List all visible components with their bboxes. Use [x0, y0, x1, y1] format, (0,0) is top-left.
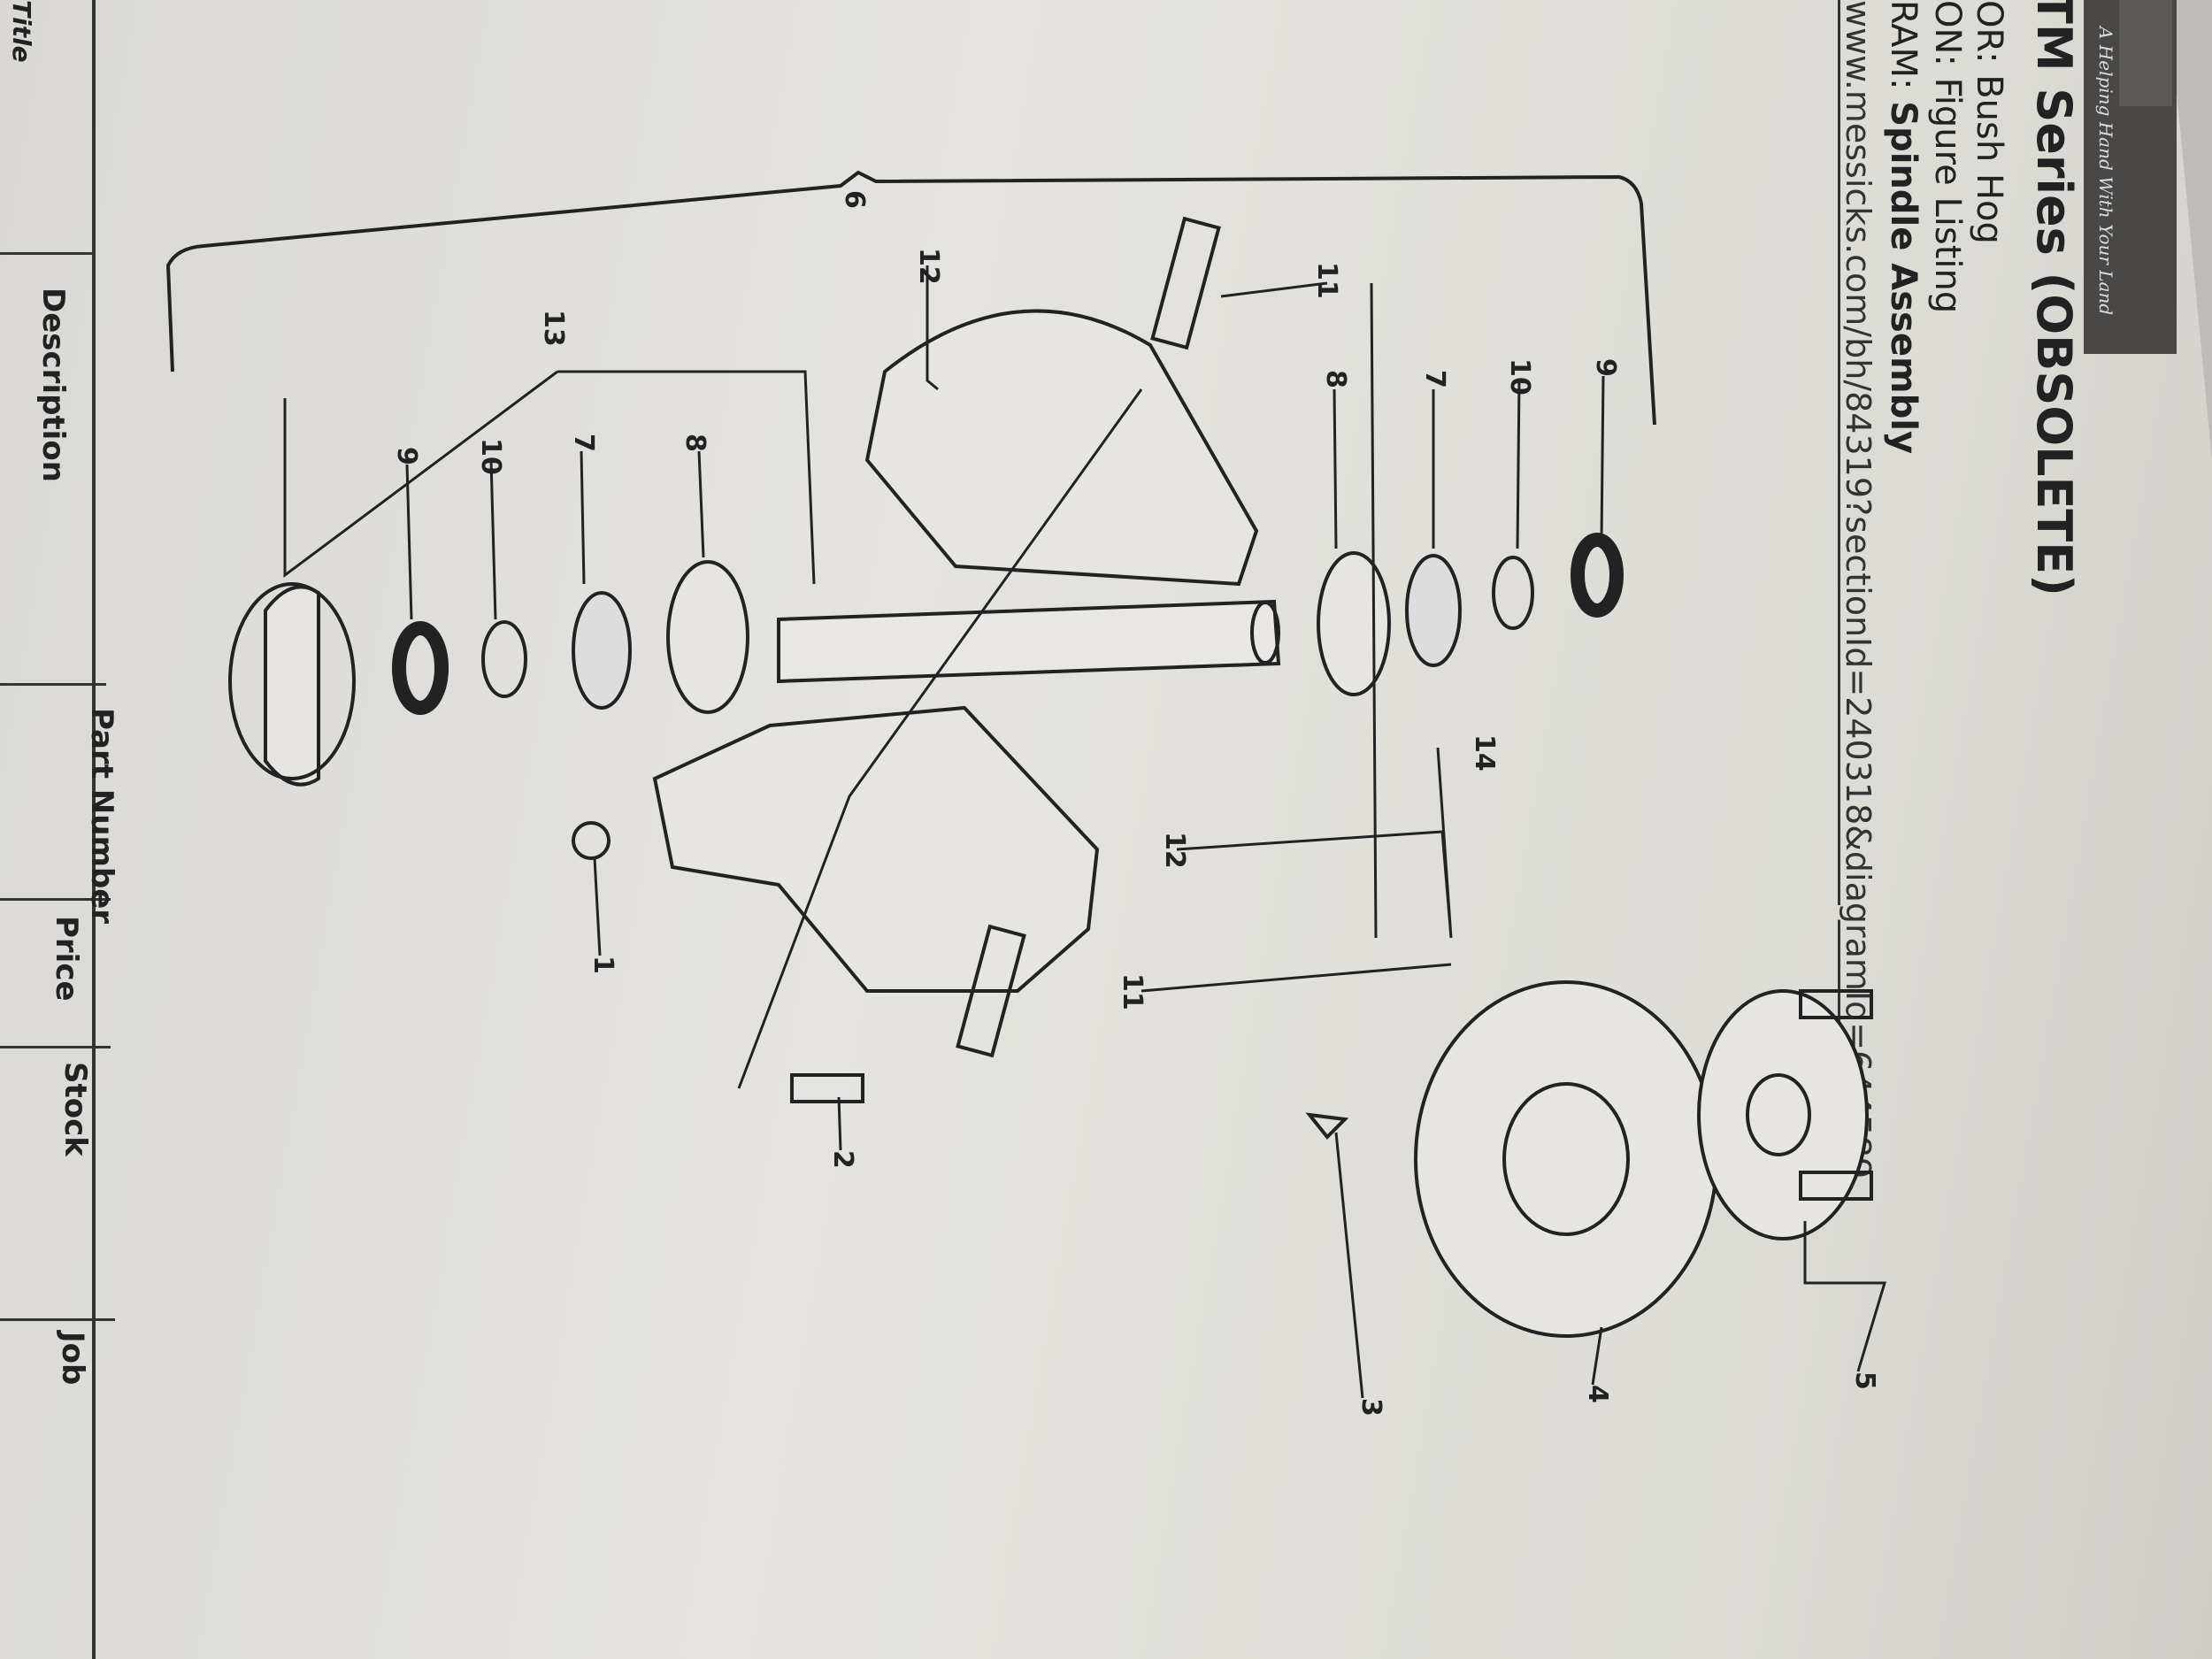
section-line: ON: Figure Listing [1927, 0, 1968, 313]
diagram-value: Spindle Assembly [1883, 101, 1924, 455]
snap-ring [1492, 556, 1534, 630]
callout-14: 14 [1469, 734, 1500, 772]
hub [1697, 989, 1869, 1240]
vendor-line: OR: Bush Hog [1969, 0, 2009, 244]
callout-7: 7 [568, 434, 599, 452]
callout-11: 11 [1311, 262, 1342, 299]
hub-bolt [1799, 989, 1873, 1019]
callout-12: 12 [1159, 832, 1190, 869]
callout-8: 8 [680, 434, 710, 452]
spindle-shaft [777, 599, 1281, 684]
callout-10: 10 [475, 438, 506, 475]
stud-bolt [956, 924, 1026, 1058]
table-divider [0, 1046, 111, 1048]
callout-7: 7 [1419, 370, 1450, 388]
diagram-line: RAM: Spindle Assembly [1883, 0, 1924, 454]
woodruff-key [1305, 1112, 1349, 1140]
pulley [1414, 980, 1718, 1338]
table-divider [0, 1318, 115, 1321]
page-title: TM Series (OBSOLETE) [2026, 0, 2082, 596]
lower-housing-half [652, 705, 1100, 993]
shaft-end [1250, 601, 1280, 664]
hex-nut [572, 821, 611, 860]
column-header-price: Price [49, 916, 84, 1002]
callout-2: 2 [827, 1150, 858, 1169]
callout-1: 1 [588, 956, 618, 974]
hub-bore [1746, 1073, 1811, 1156]
bearing-cone [572, 591, 632, 710]
brand-tagline: A Helping Hand With Your Land [2095, 27, 2116, 316]
table-divider [0, 898, 111, 901]
column-header-stock: Stock [58, 1062, 93, 1156]
column-header-title: Title [7, 0, 36, 63]
callout-6: 6 [839, 190, 870, 209]
callout-8: 8 [1320, 370, 1351, 388]
source-url-link[interactable]: www.messicks.com/bh/84319?sectionId=2403… [1839, 0, 1878, 1179]
cap-screw [790, 1073, 864, 1103]
callout-4: 4 [1582, 1385, 1613, 1403]
diagram-label: RAM: [1883, 0, 1924, 102]
callout-3: 3 [1356, 1398, 1386, 1417]
dust-cap-face [228, 582, 356, 780]
table-border [92, 0, 96, 1659]
table-divider [0, 683, 106, 686]
section-label: ON: [1927, 0, 1968, 78]
column-header-part-number: Part Number [84, 708, 119, 925]
snap-ring [481, 620, 527, 698]
callout-13: 13 [538, 310, 569, 347]
seal [1571, 533, 1624, 618]
column-header-job: Job [55, 1332, 90, 1386]
callout-12: 12 [913, 248, 944, 285]
upper-housing-half [864, 309, 1259, 587]
brand-logo [2119, 0, 2172, 106]
callout-5: 5 [1849, 1371, 1880, 1390]
column-header-description: Description [35, 288, 71, 482]
section-value: Figure Listing [1927, 77, 1968, 314]
pulley-bore [1502, 1082, 1630, 1236]
seal [392, 621, 449, 715]
bearing-cup [1317, 551, 1391, 696]
bearing-cone [1405, 554, 1462, 667]
callout-9: 9 [391, 447, 422, 465]
table-divider [0, 252, 96, 255]
assembly-bracket [165, 170, 1656, 426]
callout-11: 11 [1117, 973, 1148, 1010]
hub-bolt [1799, 1171, 1873, 1201]
callout-10: 10 [1504, 358, 1535, 396]
dust-cap [264, 585, 320, 787]
callout-9: 9 [1590, 358, 1621, 377]
bearing-cup [666, 560, 749, 714]
stud-bolt [1150, 216, 1221, 350]
